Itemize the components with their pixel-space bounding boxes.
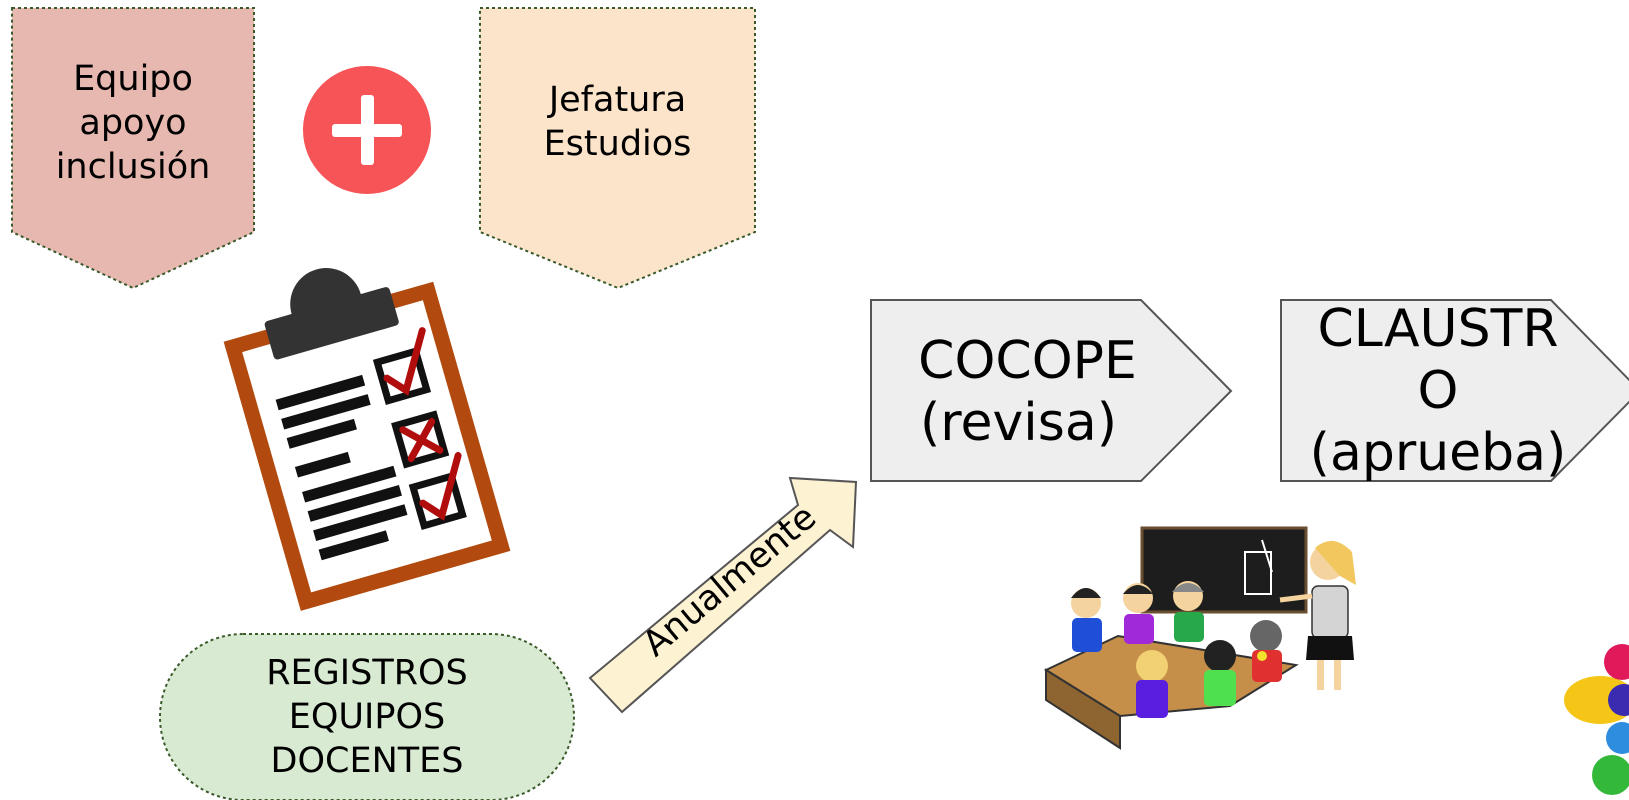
- claustro-label: CLAUSTR O (aprueba): [1300, 298, 1576, 484]
- claustro-label-line-1: CLAUSTR: [1317, 299, 1559, 359]
- registros-label-line-1: REGISTROS: [266, 653, 468, 693]
- equipo-label-line-2: apoyo: [79, 102, 187, 143]
- cocope-label: COCOPE (revisa): [900, 330, 1155, 454]
- claustro-label-line-3: (aprueba): [1309, 423, 1567, 483]
- anualmente-arrow: [588, 476, 858, 714]
- claustro-label-line-2: O: [1417, 361, 1459, 421]
- claustro-shape: [1280, 299, 1629, 482]
- registros-shape: [159, 633, 575, 800]
- clipboard-checklist-icon: [223, 268, 511, 611]
- jefatura-label-line-1: Jefatura: [548, 80, 687, 120]
- jefatura-label: Jefatura Estudios: [480, 76, 755, 168]
- jefatura-shape: [479, 7, 756, 290]
- cocope-shape: [870, 299, 1233, 482]
- equipo-label-line-1: Equipo: [73, 58, 193, 99]
- registros-label-line-2: EQUIPOS: [288, 697, 446, 737]
- colorful-figure-partial: [1564, 644, 1629, 795]
- registros-label-line-3: DOCENTES: [270, 741, 464, 781]
- equipo-label-line-3: inclusión: [55, 146, 211, 187]
- cocope-label-line-2: (revisa): [920, 393, 1117, 453]
- registros-label: REGISTROS EQUIPOS DOCENTES: [160, 650, 574, 784]
- classroom-illustration: [1043, 526, 1356, 750]
- cocope-label-line-1: COCOPE: [918, 331, 1137, 391]
- equipo-label: Equipo apoyo inclusión: [12, 55, 254, 190]
- jefatura-label-line-2: Estudios: [543, 124, 692, 164]
- equipo-shape: [11, 7, 255, 290]
- plus-circle-icon: [303, 66, 431, 194]
